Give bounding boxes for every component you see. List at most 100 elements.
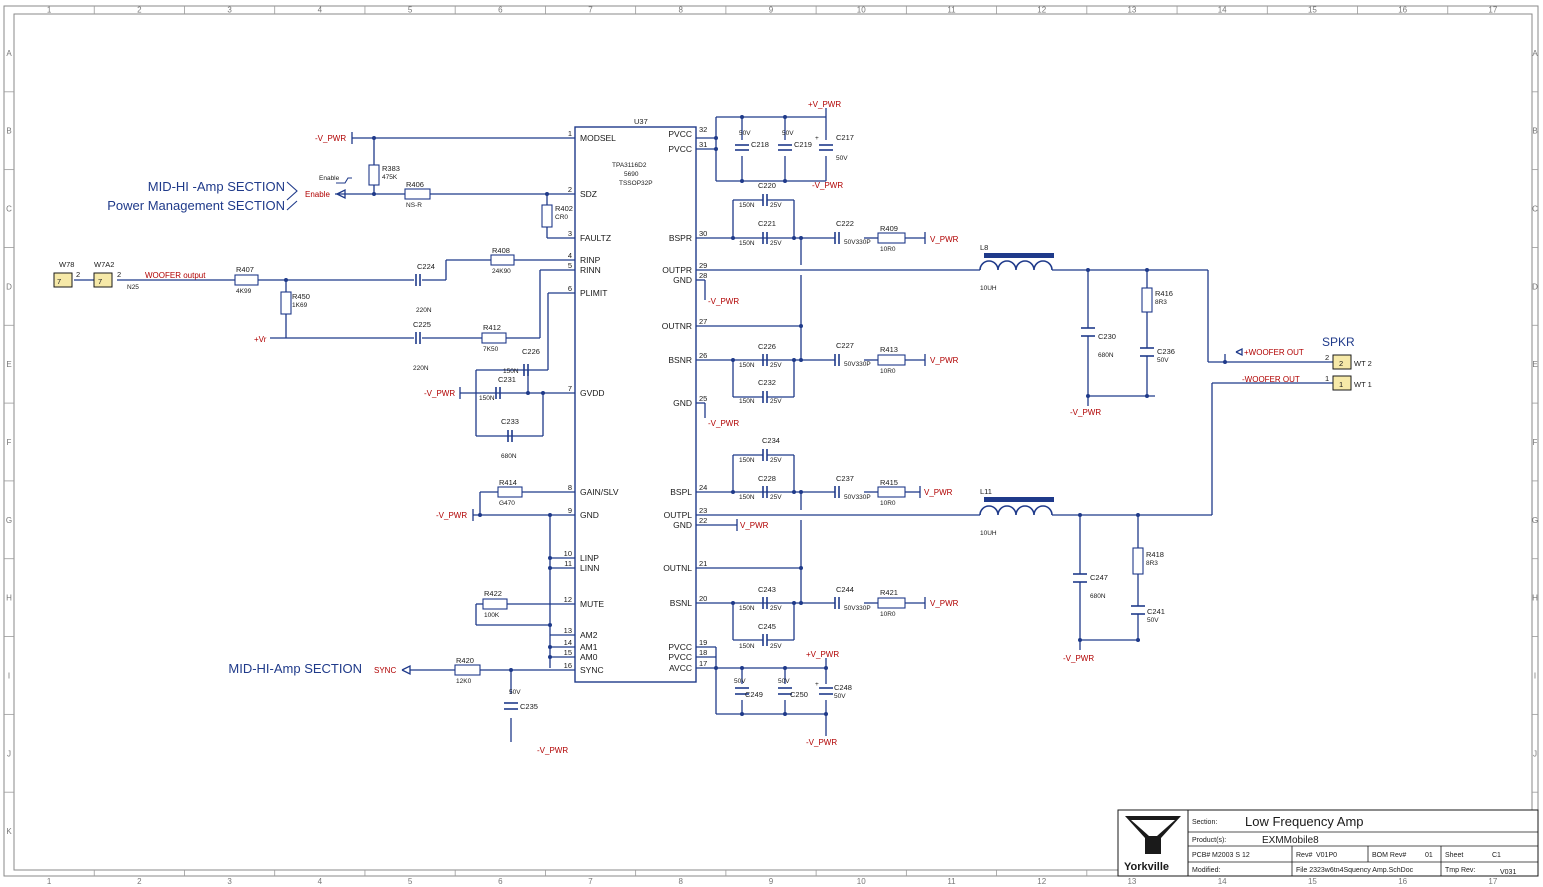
resistor-r416[interactable]: R416 8R3	[1141, 287, 1173, 313]
svg-text:220N: 220N	[416, 307, 432, 314]
svg-text:7: 7	[98, 277, 102, 286]
col-zone-label: 17	[1488, 6, 1497, 15]
capacitor-c230[interactable]: C230 680N	[1081, 327, 1116, 359]
capacitor-c232[interactable]: C232 150N 25V	[739, 378, 782, 405]
resistor-r415[interactable]: R415 10R0	[877, 478, 906, 507]
svg-text:C249: C249	[745, 690, 763, 699]
capacitor-c219[interactable]: C219 50V	[778, 130, 812, 151]
ic-pin-number: 10	[564, 549, 572, 558]
capacitor-c247[interactable]: C247 680N	[1073, 573, 1108, 600]
resistor-r413[interactable]: R413 10R0	[877, 345, 906, 375]
capacitor-c221[interactable]: C221 150N 25V	[739, 219, 782, 247]
capacitor-c245[interactable]: C245 150N 25V	[739, 622, 782, 650]
resistor-r412[interactable]: R412 7K50	[481, 323, 507, 353]
capacitor-c220[interactable]: C220 150N 25V	[739, 181, 782, 209]
capacitor-c233[interactable]: C233 680N	[501, 417, 519, 460]
ic-value: 5690	[624, 171, 639, 178]
col-zone-label: 16	[1398, 6, 1407, 15]
resistor-r407[interactable]: R407 4K99	[234, 265, 259, 295]
capacitor-c250[interactable]: C250 50V	[778, 678, 808, 699]
svg-text:10R0: 10R0	[880, 368, 896, 375]
capacitor-c241[interactable]: C241 50V	[1131, 605, 1165, 624]
resistor-r450[interactable]: R450 1K69	[280, 291, 310, 315]
ic-pin-name: OUTNL	[663, 563, 692, 573]
resistor-r418[interactable]: R418 8R3	[1132, 547, 1164, 575]
ic-pin-name: GAIN/SLV	[580, 487, 619, 497]
resistor-r408[interactable]: R408 24K90	[490, 246, 515, 275]
capacitor-c228[interactable]: C228 150N 25V	[739, 474, 782, 501]
ic-pin-name: GND	[580, 510, 599, 520]
col-zone-label: 4	[318, 877, 323, 886]
capacitor-c228a[interactable]: C226 150N	[503, 347, 540, 376]
svg-text:Modified:: Modified:	[1192, 867, 1220, 874]
capacitor-c224[interactable]: C224 220N	[415, 262, 435, 314]
row-zone-label: F	[7, 438, 12, 447]
svg-text:50V: 50V	[834, 693, 846, 700]
svg-text:R416: R416	[1155, 289, 1173, 298]
connector-w7a2[interactable]: 7 W7A2 2 N25	[93, 260, 139, 291]
title-block: Yorkville Section: Low Frequency Amp Pro…	[1117, 809, 1539, 877]
connector-w78[interactable]: 7 W78 2	[53, 260, 80, 288]
svg-text:R413: R413	[880, 345, 898, 354]
capacitor-c227[interactable]: C227 50V330P	[834, 341, 871, 368]
capacitor-c231[interactable]: C231 150N	[479, 375, 516, 402]
ic-pin-number: 18	[699, 648, 707, 657]
resistor-r402[interactable]: R402 CR0	[541, 204, 573, 228]
ic-pin-number: 26	[699, 351, 707, 360]
col-zone-label: 3	[227, 6, 232, 15]
svg-text:25V: 25V	[770, 202, 782, 209]
ic-pin-number: 24	[699, 483, 707, 492]
power-label-vpwr: -V_PWR	[436, 511, 467, 520]
svg-text:150N: 150N	[739, 643, 755, 650]
row-zone-label: G	[6, 516, 12, 525]
capacitor-c249[interactable]: C249 50V	[734, 678, 763, 699]
capacitor-c234[interactable]: C234 150N 25V	[739, 436, 782, 464]
ic-ref: U37	[634, 117, 648, 126]
capacitor-c237[interactable]: C237 50V330P	[834, 474, 871, 501]
resistor-r414[interactable]: R414 G470	[497, 478, 523, 507]
capacitor-c243[interactable]: C243 150N 25V	[739, 585, 782, 612]
ic-pin-number: 9	[568, 506, 572, 515]
capacitor-c235[interactable]: C235 50V	[504, 689, 538, 711]
svg-text:R408: R408	[492, 246, 510, 255]
col-zone-label: 10	[857, 6, 866, 15]
capacitor-c236[interactable]: C236 50V	[1140, 347, 1175, 364]
resistor-r383[interactable]: R383 475K	[368, 164, 400, 186]
yorkville-logo: Yorkville	[1124, 816, 1181, 873]
svg-text:C248: C248	[834, 683, 852, 692]
svg-text:Product(s):: Product(s):	[1192, 837, 1226, 844]
row-zone-label: B	[1532, 127, 1537, 136]
resistor-r421[interactable]: R421 10R0	[877, 588, 906, 618]
capacitor-c226[interactable]: C226 150N 25V	[739, 342, 782, 369]
resistor-r406[interactable]: R406 NS-R	[404, 180, 431, 209]
svg-text:7: 7	[57, 277, 61, 286]
ic-pin-number: 16	[564, 661, 572, 670]
resistor-r420[interactable]: R420 12K0	[454, 656, 481, 685]
capacitor-c218[interactable]: C218 50V	[735, 130, 769, 151]
ic-package: TSSOP32P	[619, 180, 653, 187]
svg-text:01: 01	[1425, 852, 1433, 859]
net-labels: Enable Enable WOOFER output +WOOFER OUT …	[145, 175, 1304, 675]
capacitor-c225[interactable]: C225 220N	[413, 320, 431, 372]
svg-text:V031: V031	[1500, 869, 1516, 876]
ic-pin-number: 7	[568, 384, 572, 393]
connector-spkr[interactable]: SPKR 2 2 WT 2 1 1 WT 1	[1322, 335, 1372, 391]
svg-text:10R0: 10R0	[880, 500, 896, 507]
resistor-r422[interactable]: R422 100K	[482, 589, 508, 619]
capacitor-c248[interactable]: C248 50V +	[815, 681, 852, 700]
power-label-pos: +V_PWR	[806, 650, 839, 659]
svg-text:1: 1	[1339, 380, 1343, 389]
inductor-l11[interactable]: L11 10UH	[979, 487, 1054, 537]
capacitor-c244[interactable]: C244 50V330P	[834, 585, 871, 612]
capacitor-c217[interactable]: C217 50V +	[815, 133, 854, 162]
capacitor-c222[interactable]: C222 50V330P	[834, 219, 871, 246]
svg-text:8R3: 8R3	[1155, 299, 1167, 306]
ic-pin-name: LINP	[580, 553, 599, 563]
sheet-border: 1122334455667788991010111112121313141415…	[3, 5, 1539, 886]
svg-text:NS-R: NS-R	[406, 202, 422, 209]
resistor-r409[interactable]: R409 10R0	[877, 224, 906, 253]
col-zone-label: 6	[498, 877, 503, 886]
inductor-l8[interactable]: L8 10UH	[979, 243, 1054, 292]
